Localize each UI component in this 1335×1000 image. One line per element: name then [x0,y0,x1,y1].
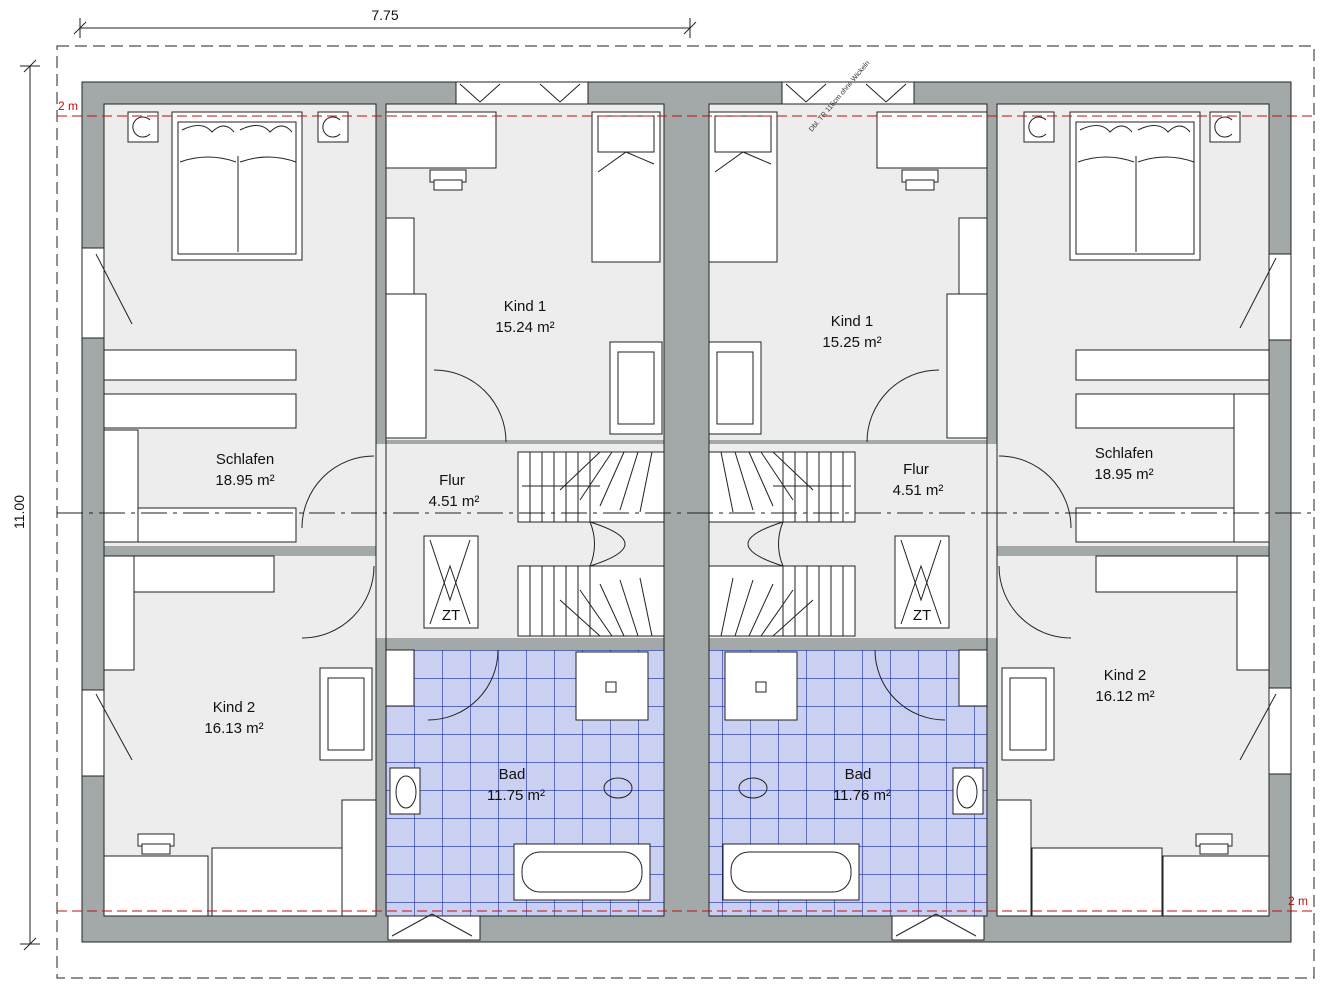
room-name-flur-right: Flur [903,461,929,478]
room-name-kind2-left: Kind 2 [213,699,256,716]
room-name-kind2-right: Kind 2 [1104,667,1147,684]
two-meter-lines: 2 m 2 m [57,99,1314,912]
room-labels: Kind 1 15.24 m² Kind 1 15.25 m² Schlafen… [204,298,1154,804]
room-area-kind2-left: 16.13 m² [204,720,263,737]
room-name-kind1-left: Kind 1 [504,298,547,315]
outer-outline [56,45,1315,979]
room-area-flur-right: 4.51 m² [893,482,944,499]
room-name-flur-left: Flur [439,472,465,489]
room-name-bad-right: Bad [845,766,872,783]
room-area-kind1-left: 15.24 m² [495,319,554,336]
windows [81,81,1292,941]
height-label: 11.00 [11,495,27,529]
room-area-schlafen-right: 18.95 m² [1094,466,1153,483]
attic-hatch-left: ZT [442,607,460,624]
room-name-schlafen-left: Schlafen [216,451,274,468]
room-area-flur-left: 4.51 m² [429,493,480,510]
room-area-schlafen-left: 18.95 m² [215,472,274,489]
room-name-schlafen-right: Schlafen [1095,445,1153,462]
right-unit-furniture: ZT [708,111,1270,917]
room-name-kind1-right: Kind 1 [831,313,874,330]
room-area-kind1-right: 15.25 m² [822,334,881,351]
two-meter-mark-bottom: 2 m [1288,894,1308,908]
width-dimension: 7.75 [73,7,697,38]
room-area-kind2-right: 16.12 m² [1095,688,1154,705]
width-label: 7.75 [371,7,398,23]
left-unit-furniture: ZT [103,111,665,917]
room-area-bad-left: 11.75 m² [487,787,545,804]
room-name-bad-left: Bad [499,766,526,783]
room-area-bad-right: 11.76 m² [833,787,891,804]
two-meter-mark-top: 2 m [58,99,78,113]
attic-hatch-right: ZT [913,607,931,624]
height-dimension: 11.00 [11,59,40,951]
